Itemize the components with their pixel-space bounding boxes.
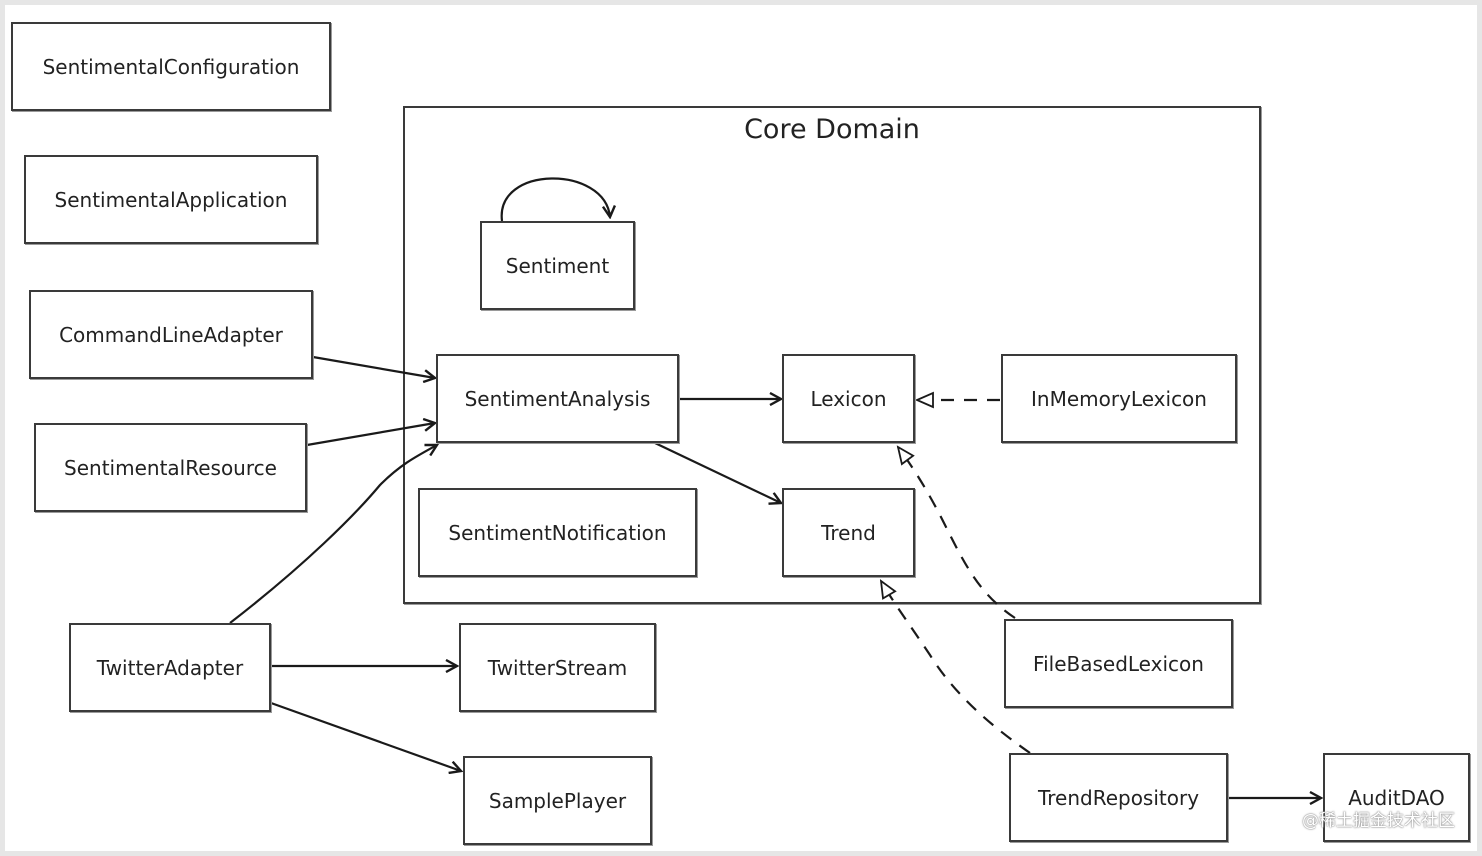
box-sentiment-notification: SentimentNotification [418,488,697,577]
box-label: InMemoryLexicon [1031,386,1207,411]
box-label: SentimentalConfiguration [42,54,300,79]
box-sentimental-configuration: SentimentalConfiguration [11,22,331,111]
box-label: CommandLineAdapter [59,322,283,347]
edge-filebasedlexicon-lexicon [898,447,1016,619]
connector-layer [229,177,1477,851]
box-label: SentimentNotification [448,520,667,545]
box-label: Lexicon [810,386,887,411]
box-sentimental-application: SentimentalApplication [24,155,318,244]
box-label: Sentiment [505,253,610,278]
box-label: AuditDAO [1348,785,1445,810]
box-twitter-stream: TwitterStream [459,623,656,712]
box-label: SentimentAnalysis [464,386,651,411]
box-trend-repository: TrendRepository [1009,753,1228,842]
edge-sentiment-self [500,177,610,222]
box-sentimental-resource: SentimentalResource [34,423,307,512]
box-sentiment-analysis: SentimentAnalysis [436,354,679,443]
box-label: TrendRepository [1037,785,1200,810]
box-in-memory-lexicon: InMemoryLexicon [1001,354,1237,443]
edge-sentimentalresource-sentimentanalysis [306,423,435,447]
edge-twitteradapter-sampleplayer [270,701,461,771]
box-label: SentimentalResource [64,455,277,480]
box-audit-dao: AuditDAO [1323,753,1470,842]
box-label: TwitterAdapter [96,655,244,680]
diagram-canvas: Core Domain Sentimenta [5,5,1477,851]
edge-sentimentanalysis-trend [654,442,781,503]
box-lexicon: Lexicon [782,354,915,443]
box-twitter-adapter: TwitterAdapter [69,623,271,712]
box-sentiment: Sentiment [480,221,635,310]
box-trend: Trend [782,488,915,577]
edge-trendrepository-trend [881,581,1031,754]
core-domain-container: Core Domain [403,106,1261,604]
edge-twitteradapter-sentimentanalysis [229,445,437,624]
box-label: TwitterStream [487,655,628,680]
watermark: @稀土掘金技术社区 [1302,811,1455,831]
edge-commandlineadapter-sentimentanalysis [312,355,435,378]
box-command-line-adapter: CommandLineAdapter [29,290,313,379]
box-sample-player: SamplePlayer [463,756,652,845]
box-label: Trend [821,520,876,545]
box-label: SentimentalApplication [54,187,288,212]
core-domain-title: Core Domain [744,114,920,145]
box-label: SamplePlayer [488,788,627,813]
box-file-based-lexicon: FileBasedLexicon [1004,619,1233,708]
box-label: FileBasedLexicon [1033,651,1204,676]
